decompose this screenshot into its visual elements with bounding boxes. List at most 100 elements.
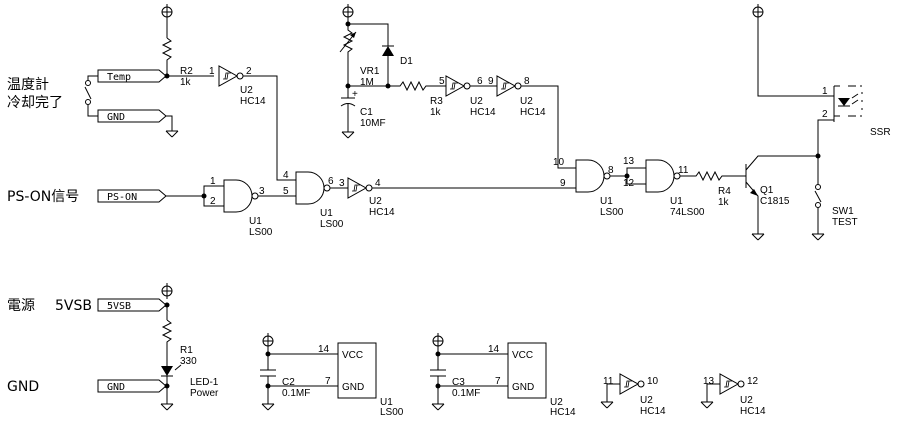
inverter-u2-e — [619, 373, 645, 395]
gnd-connector-2: GND — [97, 379, 167, 393]
inv-b-pin-in: 3 — [339, 178, 345, 189]
u1-pin-vcc: 14 — [318, 344, 330, 355]
inv-d-pin-in: 9 — [488, 76, 494, 87]
c1-capacitor: + — [340, 89, 358, 107]
r3-value: 1k — [430, 107, 442, 118]
r1-resistor — [161, 319, 173, 366]
vcc-icon — [432, 332, 444, 350]
temp-meter-label: 温度計 — [7, 77, 49, 93]
led1-ref: LED-1 — [190, 377, 219, 388]
u1-unit: U1 — [380, 397, 393, 408]
q1-transistor — [745, 155, 818, 228]
inv-f-part: HC14 — [740, 406, 766, 417]
vcc-icon — [262, 332, 274, 350]
inv-f-pin-out: 12 — [747, 376, 759, 387]
c2-ref: C2 — [282, 377, 295, 388]
c3-capacitor — [430, 369, 446, 377]
ground-icon — [811, 227, 825, 241]
ground-icon — [751, 227, 765, 241]
r3-ref: R3 — [430, 96, 443, 107]
c2-capacitor — [260, 369, 276, 377]
inv-a-pin-out: 2 — [246, 66, 252, 77]
c2-value: 0.1MF — [282, 388, 310, 399]
nand-a-unit: U1 — [249, 216, 262, 227]
nand-b-part: LS00 — [320, 219, 344, 230]
u2-gnd: GND — [512, 382, 534, 393]
nand-d-pin-in2: 12 — [623, 178, 635, 189]
sw1-value: TEST — [832, 217, 858, 228]
inv-f-unit: U2 — [740, 395, 753, 406]
ground-icon — [431, 397, 445, 411]
ssr-pin-1: 1 — [822, 86, 828, 97]
svg-text:+: + — [352, 89, 358, 100]
nand-b-pin-in2: 5 — [283, 186, 289, 197]
led1-value: Power — [190, 388, 219, 399]
nand-b-unit: U1 — [320, 208, 333, 219]
nand-c-unit: U1 — [600, 196, 613, 207]
u1-gnd: GND — [342, 382, 364, 393]
cool-done-label: 冷却完了 — [7, 95, 63, 111]
r2-resistor — [161, 37, 173, 76]
inv-e-pin-in: 11 — [603, 376, 614, 387]
svg-text:GND: GND — [107, 112, 125, 123]
r4-resistor — [680, 170, 746, 182]
nand-d-pin-out: 11 — [678, 165, 689, 176]
nand-a-pin-in1: 1 — [210, 176, 216, 187]
svg-text:PS-ON: PS-ON — [107, 192, 137, 203]
inv-c-unit: U2 — [470, 96, 483, 107]
u1-vcc: VCC — [342, 350, 363, 361]
inv-c-pin-in: 5 — [439, 76, 445, 87]
vcc-icon — [161, 3, 173, 21]
u1-power-box — [337, 342, 377, 399]
c3-ref: C3 — [452, 377, 465, 388]
sw1-switch — [814, 184, 822, 208]
ground-icon — [165, 124, 179, 138]
vr1-value: 1M — [360, 77, 374, 88]
nand-c-pin-in1: 10 — [553, 157, 565, 168]
ground-icon — [160, 397, 174, 411]
u2-pin-gnd: 7 — [495, 376, 501, 387]
u2-part: HC14 — [550, 407, 576, 418]
nand-d-unit: U1 — [670, 196, 683, 207]
nand-b-pin-in1: 4 — [283, 170, 289, 181]
d1-diode — [382, 45, 394, 56]
r2-value: 1k — [180, 77, 192, 88]
vr1-ref: VR1 — [360, 66, 380, 77]
inv-f-pin-in: 13 — [703, 376, 715, 387]
led1-diode — [161, 364, 182, 377]
nand-c-part: LS00 — [600, 207, 624, 218]
inverter-u2-d — [496, 75, 522, 97]
ground-icon — [261, 397, 275, 411]
ssr-pin-2: 2 — [822, 109, 828, 120]
d1-ref: D1 — [400, 56, 413, 67]
ssr-ref: SSR — [870, 127, 891, 138]
inverter-u2-b — [347, 177, 373, 199]
u2-power-box — [507, 342, 547, 399]
inv-d-part: HC14 — [520, 107, 546, 118]
r4-value: 1k — [718, 197, 730, 208]
sw1-ref: SW1 — [832, 206, 854, 217]
power-label: 電源 — [7, 298, 35, 314]
nand-b-pin-out: 6 — [328, 176, 334, 187]
ground-icon — [600, 395, 614, 409]
vcc-icon — [752, 3, 764, 21]
svg-text:5VSB: 5VSB — [107, 301, 131, 312]
u1-pin-gnd: 7 — [325, 376, 331, 387]
c3-value: 0.1MF — [452, 388, 480, 399]
inv-e-unit: U2 — [640, 395, 653, 406]
inv-a-pin-in: 1 — [209, 66, 215, 77]
nand-u1-b — [295, 171, 331, 205]
nand-d-part: 74LS00 — [670, 207, 705, 218]
u2-vcc: VCC — [512, 350, 533, 361]
inv-c-part: HC14 — [470, 107, 496, 118]
temp-connector: Temp — [97, 69, 167, 83]
vcc-icon — [161, 282, 173, 300]
inv-a-part: HC14 — [240, 96, 266, 107]
vsb-connector: 5VSB — [97, 298, 167, 312]
ground-icon — [341, 125, 355, 139]
inv-c-pin-out: 6 — [477, 76, 483, 87]
r1-ref: R1 — [180, 345, 193, 356]
nand-d-pin-in1: 13 — [623, 156, 635, 167]
pson-connector: PS-ON — [97, 189, 167, 203]
